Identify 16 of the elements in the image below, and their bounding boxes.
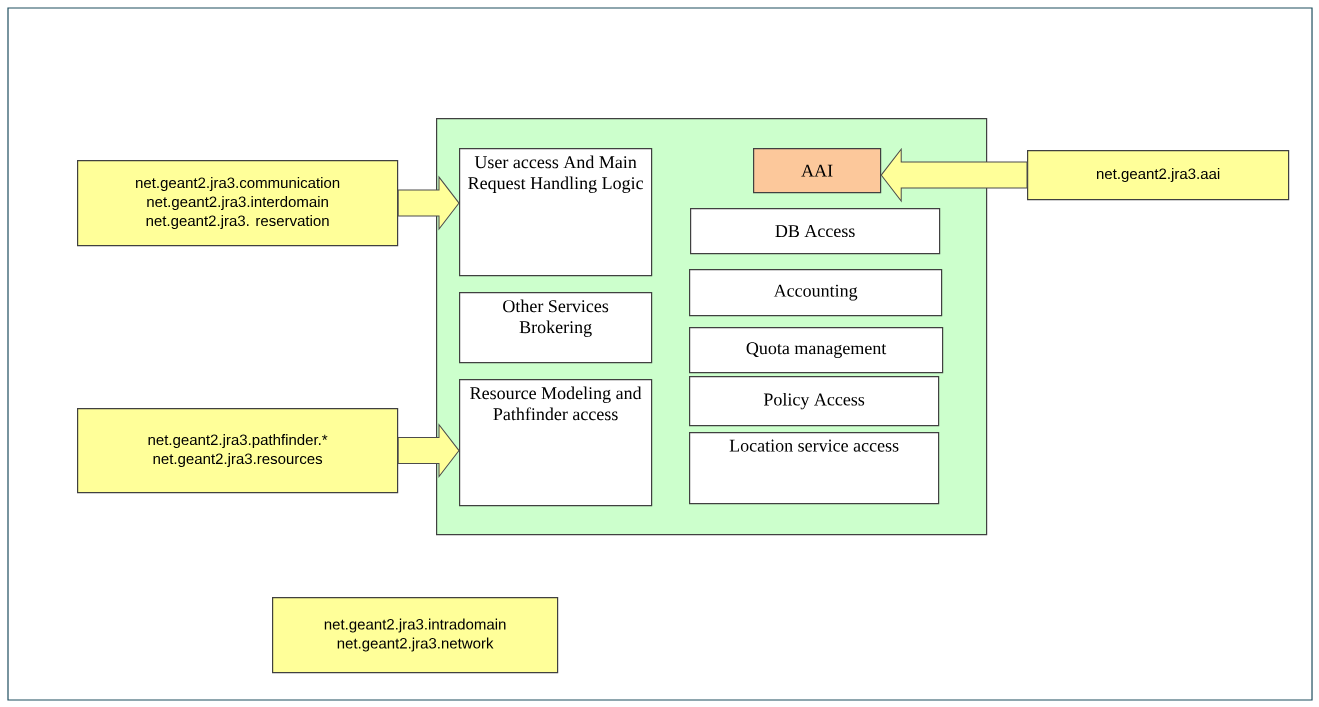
package-box: net.geant2.jra3.aai	[1027, 150, 1290, 201]
package-box: net.geant2.jra3.pathfinder.* net.geant2.jra3.resources	[77, 408, 399, 494]
block-arrow	[397, 424, 460, 478]
module-box: Accounting	[689, 269, 943, 317]
module-box: Policy Access	[689, 376, 940, 427]
module-box: User access And Main Request Handling Logic	[459, 148, 653, 277]
block-arrow	[880, 148, 1028, 202]
package-box: net.geant2.jra3.intradomain net.geant2.jra3.network	[272, 597, 559, 674]
package-box: net.geant2.jra3.communication net.geant2.jra3.interdomain net.geant2.jra3. reservation	[77, 160, 399, 247]
module-box: Location service access	[689, 432, 940, 505]
module-box: DB Access	[690, 208, 941, 255]
module-box: Quota management	[689, 327, 944, 374]
module-box: AAI	[753, 148, 882, 194]
module-box: Resource Modeling and Pathfinder access	[459, 379, 653, 507]
module-box: Other Services Brokering	[459, 292, 653, 364]
block-arrow	[397, 176, 460, 230]
